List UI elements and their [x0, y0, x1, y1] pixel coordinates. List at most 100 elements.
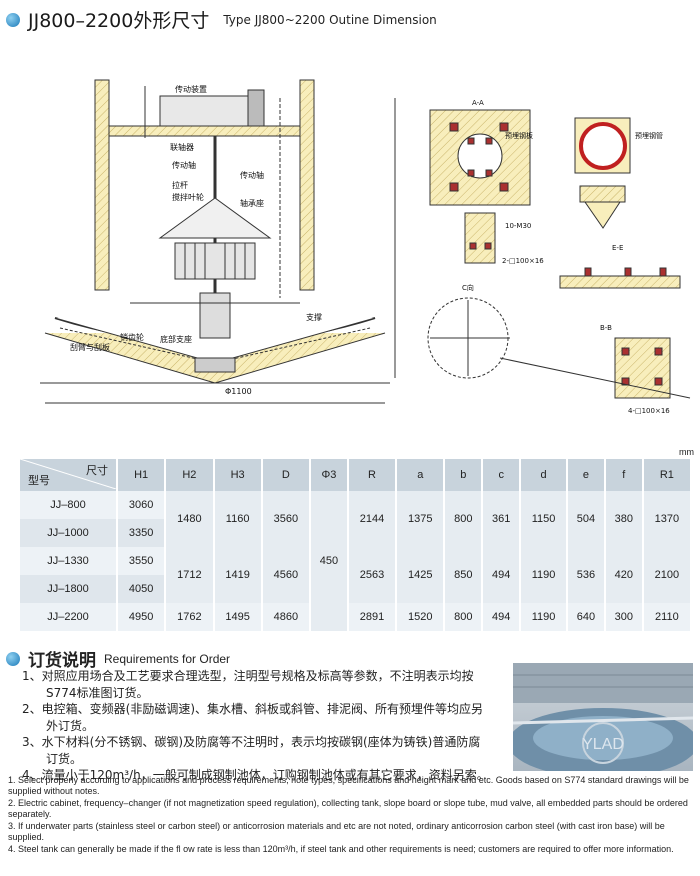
cell-h2: 1480 [165, 491, 215, 547]
label-embedded-pipe: 预埋钢管 [635, 131, 663, 140]
label-bearing-seat: 轴承座 [240, 198, 264, 208]
label-section-ee: E-E [612, 244, 623, 252]
header-a: a [396, 459, 446, 491]
list-item: 4. Steel tank can generally be made if t… [8, 844, 674, 854]
cell-e: 640 [566, 603, 606, 631]
view-c [427, 297, 510, 379]
header-r: R [347, 459, 398, 491]
cell-a: 1520 [396, 603, 446, 631]
cell-dd: 1190 [520, 547, 568, 603]
cell-c: 361 [482, 491, 522, 547]
cell-h3: 1495 [213, 603, 263, 631]
cell-b: 800 [444, 491, 484, 547]
pipe-detail [574, 117, 631, 229]
list-item: 2、电控箱、变频器(非励磁调速)、集水槽、斜板或斜管、排泥阀、所有预埋件等均应另 [22, 702, 484, 716]
label-scraper-arm: 刮臂与刮板 [70, 342, 110, 352]
table-row: JJ–1800 4050 [20, 575, 691, 603]
cell-a: 1375 [396, 491, 446, 547]
unit-label: mm [679, 447, 694, 457]
label-bolt-spec: 4-□100×16 [628, 407, 670, 415]
section-bb [499, 337, 691, 399]
cell-b: 800 [444, 603, 484, 631]
label-bottom-seat: 底部支座 [160, 334, 192, 344]
dimension-drawing: 传动装置 联轴器 传动轴 拉杆 搅拌叶轮 传动轴 轴承座 支撑 刮臂与刮板 销齿… [40, 79, 691, 415]
cell-h1: 3350 [117, 519, 167, 547]
cell-dd: 1150 [520, 491, 568, 547]
page-subtitle: Type JJ800~2200 Outine Dimension [223, 12, 437, 27]
header-c: c [482, 459, 522, 491]
label-mixing-blade: 搅拌叶轮 [172, 192, 204, 202]
list-item: 3. If underwater parts (stainless steel … [8, 821, 665, 842]
table-row: JJ–1330 3550 1712 1419 4560 2563 1425 85… [20, 547, 693, 603]
cell-model: JJ–1330 [20, 547, 118, 575]
cell-a: 1425 [396, 547, 446, 603]
plan-aa [429, 109, 531, 264]
label-phi1100: Φ1100 [225, 387, 252, 396]
cell-d: 4860 [261, 603, 312, 631]
cell-d: 4560 [261, 547, 312, 603]
cell-c: 494 [482, 603, 522, 631]
order-title-en: Requirements for Order [104, 651, 231, 666]
cell-e: 536 [566, 547, 606, 603]
cell-h3: 1419 [213, 547, 263, 603]
cell-r1: 2100 [642, 547, 693, 603]
header-b: b [444, 459, 484, 491]
page-header: JJ800–2200外形尺寸 Type JJ800~2200 Outine Di… [6, 6, 437, 33]
list-item: 外订货。 [22, 718, 95, 733]
label-embedded-steel: 预埋钢板 [505, 131, 533, 140]
corner-size-label: 尺寸 [86, 465, 108, 477]
cell-h2: 1712 [165, 547, 215, 603]
cell-f: 420 [604, 547, 644, 603]
cell-model: JJ–1800 [20, 575, 118, 603]
installation-photo: YLAD [513, 663, 693, 771]
cell-b: 850 [444, 547, 484, 603]
cell-phi3: 450 [310, 491, 349, 631]
table-row: JJ–2200 4950 1762 1495 4860 2891 1520 80… [20, 603, 693, 631]
cell-model: JJ–2200 [20, 603, 118, 631]
cell-c: 494 [482, 547, 522, 603]
header-h1: H1 [117, 459, 167, 491]
cell-h3: 1160 [213, 491, 263, 547]
cell-r1: 1370 [642, 491, 693, 547]
corner-model-label: 型号 [28, 475, 50, 487]
list-item: 4、流量小于120m³/h，一般可制成钢制池体，订购钢制池体或有其它要求，资料另… [22, 768, 489, 782]
bullet-icon [6, 651, 20, 666]
label-support: 支撑 [306, 312, 322, 322]
label-plate-spec: 2-□100×16 [502, 257, 544, 265]
page-title: JJ800–2200外形尺寸 [28, 10, 210, 32]
label-flange: 10-M30 [505, 222, 531, 230]
label-gear-ring: 销齿轮 [120, 332, 144, 342]
header-h2: H2 [165, 459, 215, 491]
list-item: 3、水下材料(分不锈钢、碳钢)及防腐等不注明时，表示均按碳钢(座体为铸铁)普通防… [22, 735, 481, 749]
cell-f: 300 [604, 603, 644, 631]
cell-h1: 4050 [117, 575, 167, 603]
cell-r: 2563 [347, 547, 398, 603]
label-coupling: 联轴器 [170, 142, 194, 152]
photo-watermark: YLAD [582, 736, 624, 753]
cell-d: 3560 [261, 491, 312, 547]
label-section-bb: B-B [600, 324, 612, 332]
header-dd: d [520, 459, 568, 491]
cell-h1: 3550 [117, 547, 167, 575]
list-item: S774标准图订货。 [22, 685, 149, 700]
list-item: 2. Electric cabinet, frequency–changer (… [8, 798, 688, 819]
list-item: 订货。 [22, 751, 83, 766]
label-view-c: C向 [462, 283, 474, 292]
table-row: JJ–1000 3350 [20, 519, 691, 547]
label-section-aa: A-A [472, 99, 484, 107]
order-en-list: 1. Select properly according to applicat… [8, 775, 694, 857]
header-f: f [604, 459, 644, 491]
header-d: D [261, 459, 312, 491]
cell-e: 504 [566, 491, 606, 547]
cell-dd: 1190 [520, 603, 568, 631]
label-drive-shaft: 传动轴 [172, 160, 196, 170]
tank-section [40, 79, 396, 404]
cell-r: 2144 [347, 491, 398, 547]
cell-h2: 1762 [165, 603, 215, 631]
header-e: e [566, 459, 606, 491]
table-row: JJ–800 3060 1480 1160 3560 450 2144 1375… [20, 491, 693, 631]
label-drive-shaft-2: 传动轴 [240, 170, 264, 180]
cell-h1: 3060 [117, 491, 167, 519]
list-item: 1. Select properly according to applicat… [8, 775, 689, 796]
section-ee [559, 267, 681, 289]
